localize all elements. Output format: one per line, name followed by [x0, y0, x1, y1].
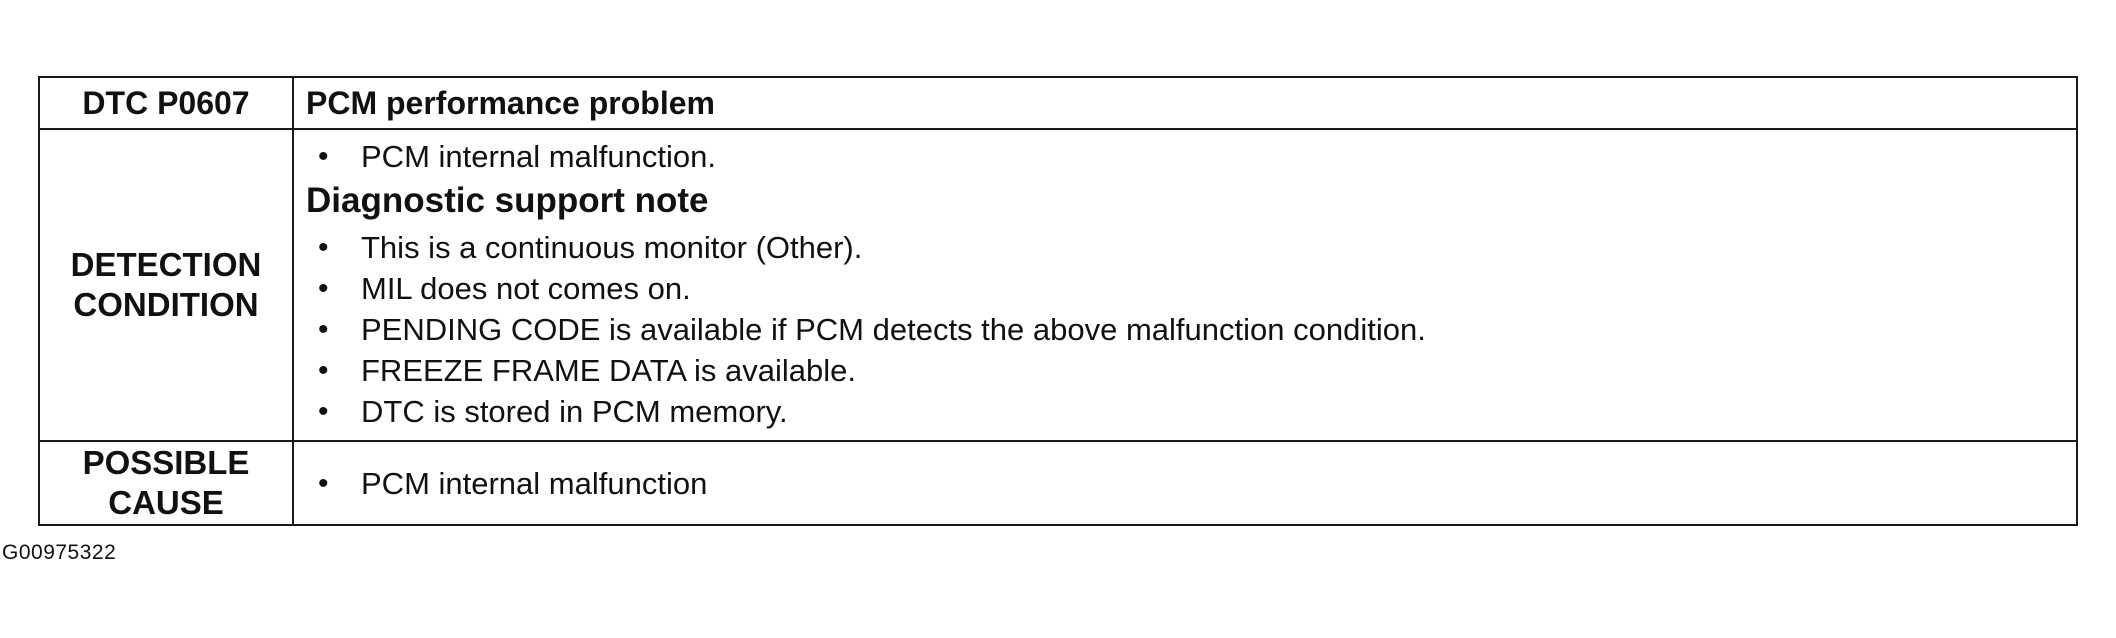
cause-label-line1: POSSIBLE [82, 444, 250, 481]
dtc-title-cell: PCM performance problem [292, 76, 2078, 130]
detection-condition-content: PCM internal malfunction. Diagnostic sup… [292, 128, 2078, 442]
dtc-info-table: DTC P0607 PCM performance problem DETECT… [38, 76, 2078, 526]
detection-condition-label: DETECTION CONDITION [38, 128, 294, 442]
possible-cause-content: PCM internal malfunction [292, 440, 2078, 526]
detection-label-line1: DETECTION [70, 246, 262, 283]
detection-condition-row: DETECTION CONDITION PCM internal malfunc… [38, 128, 2078, 442]
cause-list: PCM internal malfunction [306, 463, 2076, 504]
detection-list: PCM internal malfunction. [306, 136, 2076, 177]
possible-cause-label: POSSIBLE CAUSE [38, 440, 294, 526]
diagnostic-note-heading: Diagnostic support note [306, 181, 709, 220]
detection-label-line2: CONDITION [73, 286, 259, 323]
detection-item: PCM internal malfunction. [306, 136, 2076, 177]
diagnostic-note-list: This is a continuous monitor (Other). MI… [306, 227, 2076, 432]
table-header-row: DTC P0607 PCM performance problem [38, 76, 2078, 130]
note-item: DTC is stored in PCM memory. [306, 391, 2076, 432]
figure-id: G00975322 [2, 541, 117, 564]
note-item: PENDING CODE is available if PCM detects… [306, 309, 2076, 350]
note-item: MIL does not comes on. [306, 268, 2076, 309]
note-item: This is a continuous monitor (Other). [306, 227, 2076, 268]
dtc-code-cell: DTC P0607 [38, 76, 294, 130]
possible-cause-row: POSSIBLE CAUSE PCM internal malfunction [38, 440, 2078, 526]
note-item: FREEZE FRAME DATA is available. [306, 350, 2076, 391]
cause-item: PCM internal malfunction [306, 463, 2076, 504]
cause-label-line2: CAUSE [108, 484, 224, 521]
